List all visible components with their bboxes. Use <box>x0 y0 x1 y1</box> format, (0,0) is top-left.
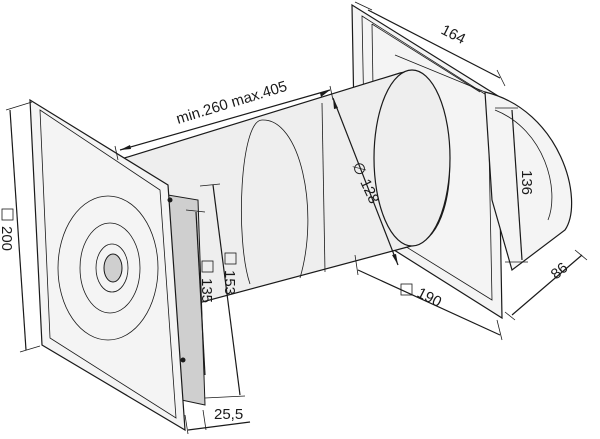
label-25-5: 25,5 <box>214 406 243 423</box>
square-symbol-icon <box>201 260 214 273</box>
cylinder-body <box>117 69 451 321</box>
square-symbol-icon <box>400 283 413 296</box>
label-diameter-symbol: ∅ <box>348 160 369 179</box>
dim-153 <box>199 183 246 399</box>
screw-icon <box>167 197 173 203</box>
label-153: 153 <box>221 270 238 295</box>
inner-panel <box>29 98 206 432</box>
label-164: 164 <box>438 21 468 48</box>
square-symbol-icon <box>1 208 14 221</box>
dim-164 <box>354 1 506 87</box>
dim-25-5 <box>184 409 251 435</box>
dim-200 <box>5 101 41 353</box>
dim-190 <box>354 254 503 341</box>
outer-hood <box>394 54 573 272</box>
screw-icon <box>180 357 186 363</box>
dim-136 <box>495 107 528 263</box>
label-86: 86 <box>548 259 572 283</box>
square-symbol-icon <box>224 252 237 265</box>
dim-length <box>114 85 334 161</box>
label-200: 200 <box>0 226 15 251</box>
dim-135 <box>185 209 206 376</box>
dim-diameter <box>332 97 399 266</box>
dim-86 <box>504 249 588 321</box>
label-136: 136 <box>518 170 535 195</box>
label-135: 135 <box>198 278 215 303</box>
